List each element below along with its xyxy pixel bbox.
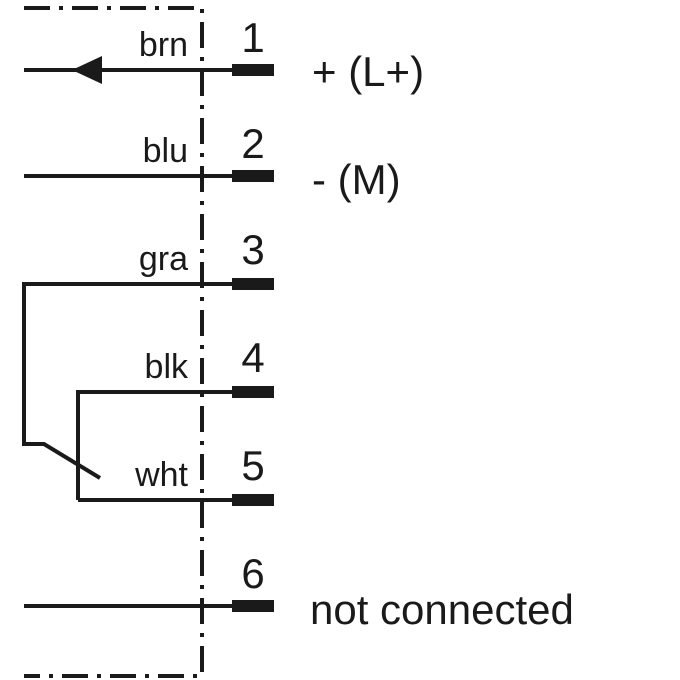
- pin-contact-3: [232, 278, 274, 290]
- pin-signal-label: + (L+): [312, 48, 424, 95]
- arrow-icon: [72, 56, 102, 84]
- pin-row-2: blu 2 - (M): [24, 120, 401, 203]
- pin-row-4: blk 4: [76, 334, 274, 500]
- pin-contact-4: [232, 386, 274, 398]
- wire-color-label: gra: [139, 240, 188, 278]
- wire-blk: [76, 390, 232, 500]
- housing-frame: [24, 6, 204, 678]
- wire-color-label: blu: [143, 132, 188, 170]
- pin-number: 5: [241, 442, 264, 489]
- pin-row-3: gra 3: [22, 226, 274, 480]
- pin-contact-1: [232, 64, 274, 76]
- wire-color-label: brn: [139, 26, 188, 64]
- wire-gra: [22, 282, 232, 480]
- pin-number: 3: [241, 226, 264, 273]
- pin-number: 4: [241, 334, 264, 381]
- pin-row-6: 6 not connected: [24, 550, 574, 633]
- pin-row-1: brn 1 + (L+): [24, 14, 424, 95]
- pin-signal-label: not connected: [310, 586, 574, 633]
- pin-number: 1: [241, 14, 264, 61]
- wire-color-label: wht: [134, 456, 188, 494]
- pin-contact-2: [232, 170, 274, 182]
- pin-contact-5: [232, 494, 274, 506]
- wire-color-label: blk: [145, 348, 189, 386]
- pin-number: 6: [241, 550, 264, 597]
- pin-number: 2: [241, 120, 264, 167]
- pin-contact-6: [232, 600, 274, 612]
- pin-row-5: wht 5: [78, 442, 274, 506]
- pin-signal-label: - (M): [312, 156, 401, 203]
